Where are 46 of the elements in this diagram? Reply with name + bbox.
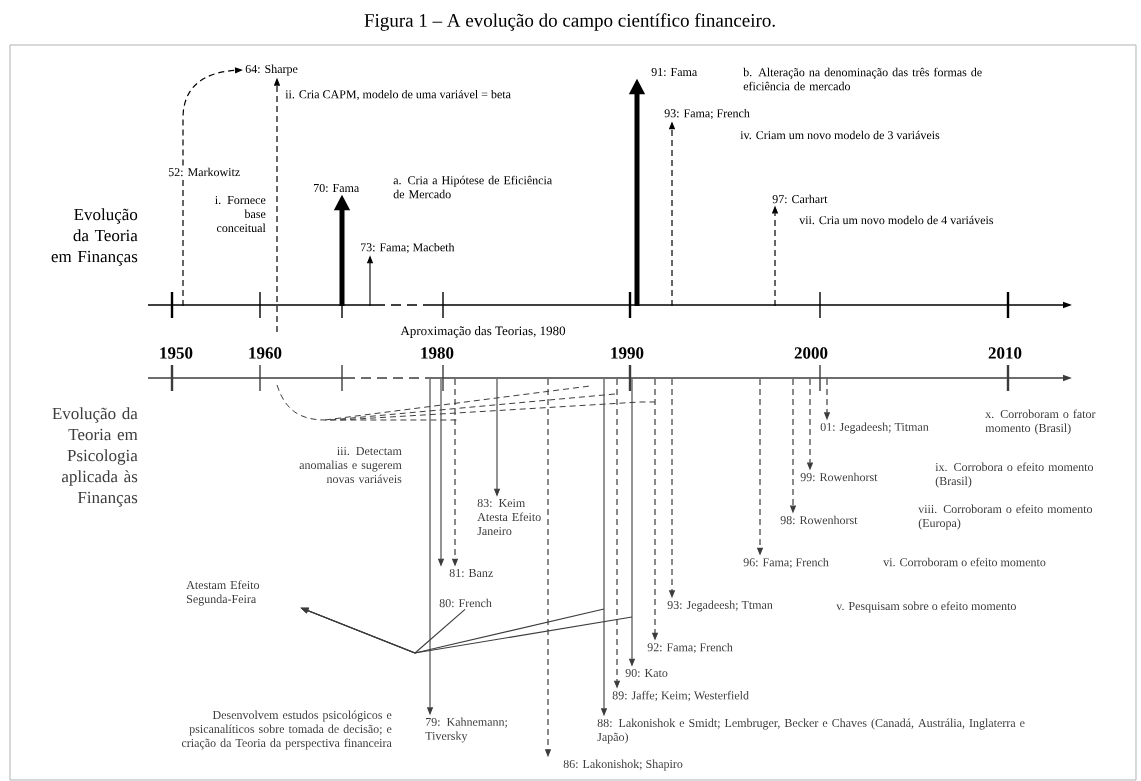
timeline-entry: 80: French bbox=[439, 598, 492, 608]
annotation-text: i. Fornece base conceitual bbox=[215, 195, 266, 233]
timeline-entry: Atestam Efeito Segunda-Feira bbox=[186, 580, 260, 606]
timeline-entry: 79: Kahnemann; Tiversky bbox=[425, 717, 507, 743]
annotation-text: viii. Corroboram o efeito momento (Europa) bbox=[918, 504, 1093, 530]
timeline-entry: 01: Jegadeesh; Titman bbox=[820, 422, 929, 434]
annotation-text: ii. Cria CAPM, modelo de uma variável = beta bbox=[285, 89, 511, 101]
timeline-entry: 81: Banz bbox=[449, 568, 493, 578]
timeline-entry: 92: Fama; French bbox=[647, 642, 733, 654]
timeline-entry: 96: Fama; French bbox=[743, 557, 829, 569]
annotation-text: iii. Detectam anomalias e sugerem novas variáveis bbox=[299, 446, 402, 484]
annotation-text: vi. Corroboram o efeito momento bbox=[883, 557, 1046, 567]
timeline-entry: 99: Rowenhorst bbox=[800, 472, 878, 482]
timeline-entry: 83: Keim Atesta Efeito Janeiro bbox=[477, 498, 541, 536]
timeline-entry: 88: Lakonishok e Smidt; Lembruger, Becker e Chaves (Canadá, Austrália, Inglaterra e Japão) bbox=[597, 718, 1025, 744]
timeline-entry: 93: Jegadeesh; Ttman bbox=[667, 600, 773, 612]
annotation-text: v. Pesquisam sobre o efeito momento bbox=[836, 601, 1016, 613]
timeline-entry: 73: Fama; Macbeth bbox=[361, 242, 455, 254]
year-label: 1990 bbox=[611, 347, 644, 359]
timeline-entry: 52: Markowitz bbox=[168, 167, 240, 177]
timeline-entry: 97: Carhart bbox=[772, 194, 828, 204]
timeline-entry: 64: Sharpe bbox=[245, 64, 298, 76]
figure-title: Figura 1 – A evolução do campo científico financeiro. bbox=[364, 13, 775, 31]
timeline-entry: 70: Fama bbox=[314, 183, 360, 193]
annotation-text: x. Corroboram o fator momento (Brasil) bbox=[985, 409, 1096, 435]
annotation-text: b. Alteração na denominação das três formas de eficiência de mercado bbox=[743, 67, 982, 91]
annotation-text: iv. Criam um novo modelo de 3 variáveis bbox=[740, 130, 940, 140]
axis-caption: Aproximação das Teorias, 1980 bbox=[400, 326, 566, 338]
year-label: 2000 bbox=[794, 347, 828, 359]
annotation-text: vii. Cria um novo modelo de 4 variáveis bbox=[799, 215, 994, 225]
annotation-text: a. Cria a Hipótese de Eficiência de Mercado bbox=[393, 175, 552, 199]
year-label: 1960 bbox=[249, 347, 282, 359]
annotation-text: Desenvolvem estudos psicológicos e psicanalíticos sobre tomada de decisão; e criação da Teoria da perspectiva financeira bbox=[181, 710, 392, 750]
timeline-entry: 91: Fama bbox=[651, 67, 698, 77]
row-label: Evolução da Teoria em Psicologia aplicada às Finanças bbox=[52, 407, 138, 507]
year-label: 1980 bbox=[421, 347, 454, 359]
timeline-entry: 98: Rowenhorst bbox=[780, 515, 858, 525]
timeline-entry: 89: Jaffe; Keim; Westerfield bbox=[612, 690, 749, 702]
timeline-entry: 86: Lakonishok; Shapiro bbox=[563, 759, 683, 771]
connector-line bbox=[182, 177, 184, 307]
year-label: 2010 bbox=[988, 347, 1022, 359]
row-label: Evolução da Teoria em Finanças bbox=[51, 208, 138, 266]
timeline-entry: 90: Kato bbox=[625, 668, 668, 678]
timeline-entry: 93: Fama; French bbox=[664, 108, 750, 120]
year-label: 1950 bbox=[160, 347, 193, 359]
annotation-text: ix. Corrobora o efeito momento (Brasil) bbox=[935, 462, 1094, 488]
